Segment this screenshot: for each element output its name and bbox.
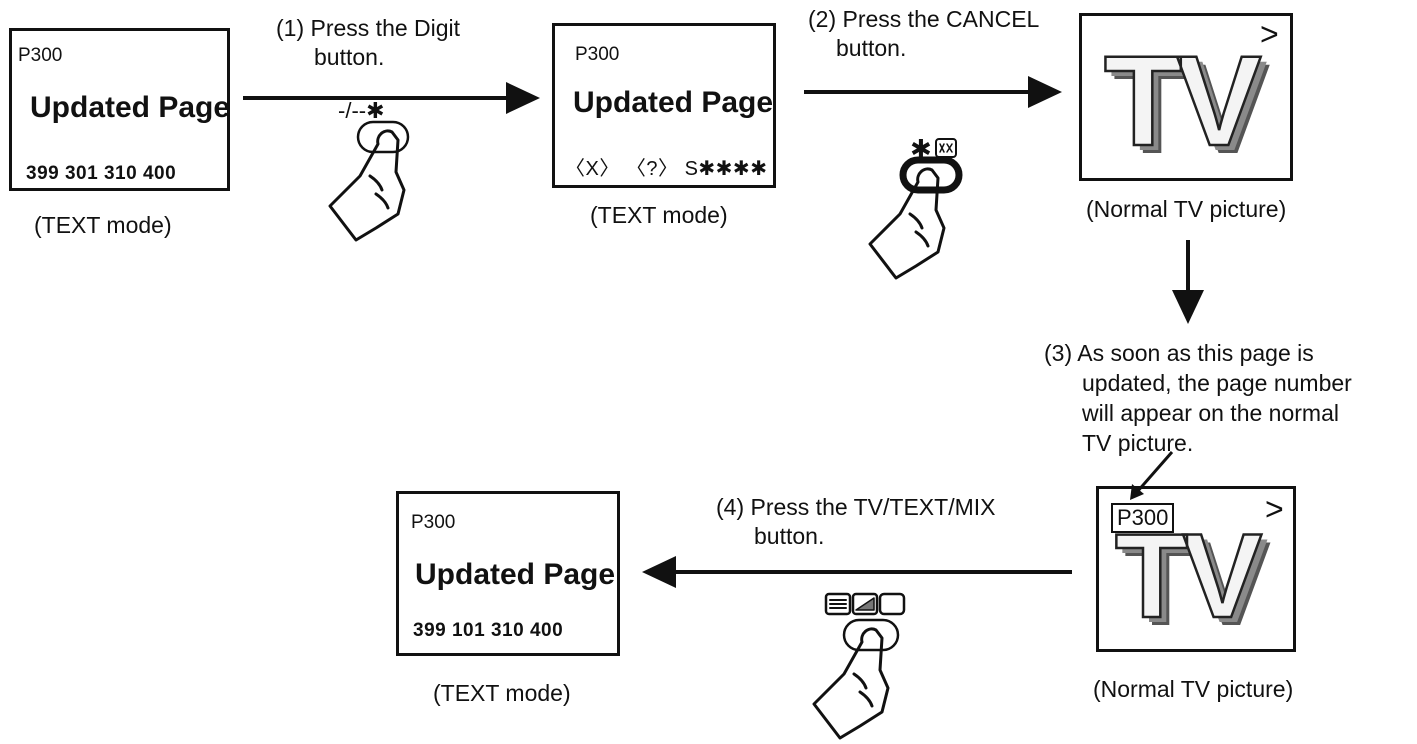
text-mode-screen-3: P300 Updated Page 399 101 310 400 bbox=[396, 491, 620, 656]
tv-logo: TV bbox=[1103, 29, 1263, 175]
page-number: P300 bbox=[575, 44, 620, 65]
step-4-line-2: button. bbox=[754, 523, 825, 549]
digit-key-label: -/--✱ bbox=[338, 98, 385, 123]
screen-3-caption: (Normal TV picture) bbox=[1086, 196, 1287, 222]
step-2-line-2: button. bbox=[836, 35, 907, 61]
step-3-line-2: updated, the page number bbox=[1082, 370, 1352, 396]
arrow-step-4 bbox=[642, 556, 1072, 588]
step-1-line-1: (1) Press the Digit bbox=[276, 15, 461, 41]
screen-title: Updated Page bbox=[415, 558, 616, 591]
step-2-line-1: (2) Press the CANCEL bbox=[808, 6, 1040, 32]
screen-5-caption: (TEXT mode) bbox=[433, 680, 571, 706]
step-3-line-1: (3) As soon as this page is bbox=[1044, 340, 1314, 366]
arrow-step-3 bbox=[1172, 240, 1204, 324]
screen-2-caption: (TEXT mode) bbox=[590, 202, 728, 228]
step-3-text: (3) As soon as this page is updated, the… bbox=[1044, 338, 1352, 458]
page-list: 399 101 310 400 bbox=[413, 620, 564, 641]
screen-1-caption: (TEXT mode) bbox=[34, 212, 172, 238]
normal-tv-screen-1: > TV bbox=[1079, 13, 1293, 181]
page-list: 399 301 310 400 bbox=[26, 163, 177, 184]
text-mode-screen-1: P300 Updated Page 399 301 310 400 bbox=[9, 28, 230, 191]
arrow-step-2 bbox=[804, 76, 1062, 108]
tv-logo: TV bbox=[1114, 508, 1264, 645]
page-number: P300 bbox=[411, 512, 456, 533]
step-4-text: (4) Press the TV/TEXT/MIX button. bbox=[716, 493, 995, 551]
normal-tv-screen-2: P300 > TV bbox=[1096, 486, 1296, 652]
screen-title: Updated Page bbox=[573, 86, 774, 119]
page-number: P300 bbox=[18, 45, 63, 66]
step-4-line-1: (4) Press the TV/TEXT/MIX bbox=[716, 494, 996, 520]
page-number-box: P300 bbox=[1111, 503, 1175, 533]
text-mode-screen-2: P300 Updated Page 〈X〉 〈?〉 S✱✱✱✱ bbox=[552, 23, 776, 188]
step-2-text: (2) Press the CANCEL button. bbox=[808, 5, 1039, 63]
hand-press-icon bbox=[328, 120, 410, 242]
step-1-line-2: button. bbox=[314, 44, 385, 70]
arrow-step-1 bbox=[243, 82, 540, 114]
step-1-text: (1) Press the Digit button. bbox=[276, 14, 460, 72]
pointer-arrow bbox=[1130, 451, 1174, 500]
indicator-glyph: > bbox=[1265, 491, 1284, 527]
screen-4-caption: (Normal TV picture) bbox=[1093, 676, 1294, 702]
step-3-line-3: will appear on the normal bbox=[1082, 400, 1339, 426]
status-row: 〈X〉 〈?〉 S✱✱✱✱ bbox=[565, 158, 768, 180]
screen-title: Updated Page bbox=[30, 91, 231, 124]
cancel-hand-icon bbox=[868, 138, 963, 280]
tv-text-mix-hand-icon bbox=[812, 592, 906, 740]
step-3-line-4: TV picture. bbox=[1082, 430, 1194, 456]
indicator-glyph: > bbox=[1260, 16, 1279, 52]
